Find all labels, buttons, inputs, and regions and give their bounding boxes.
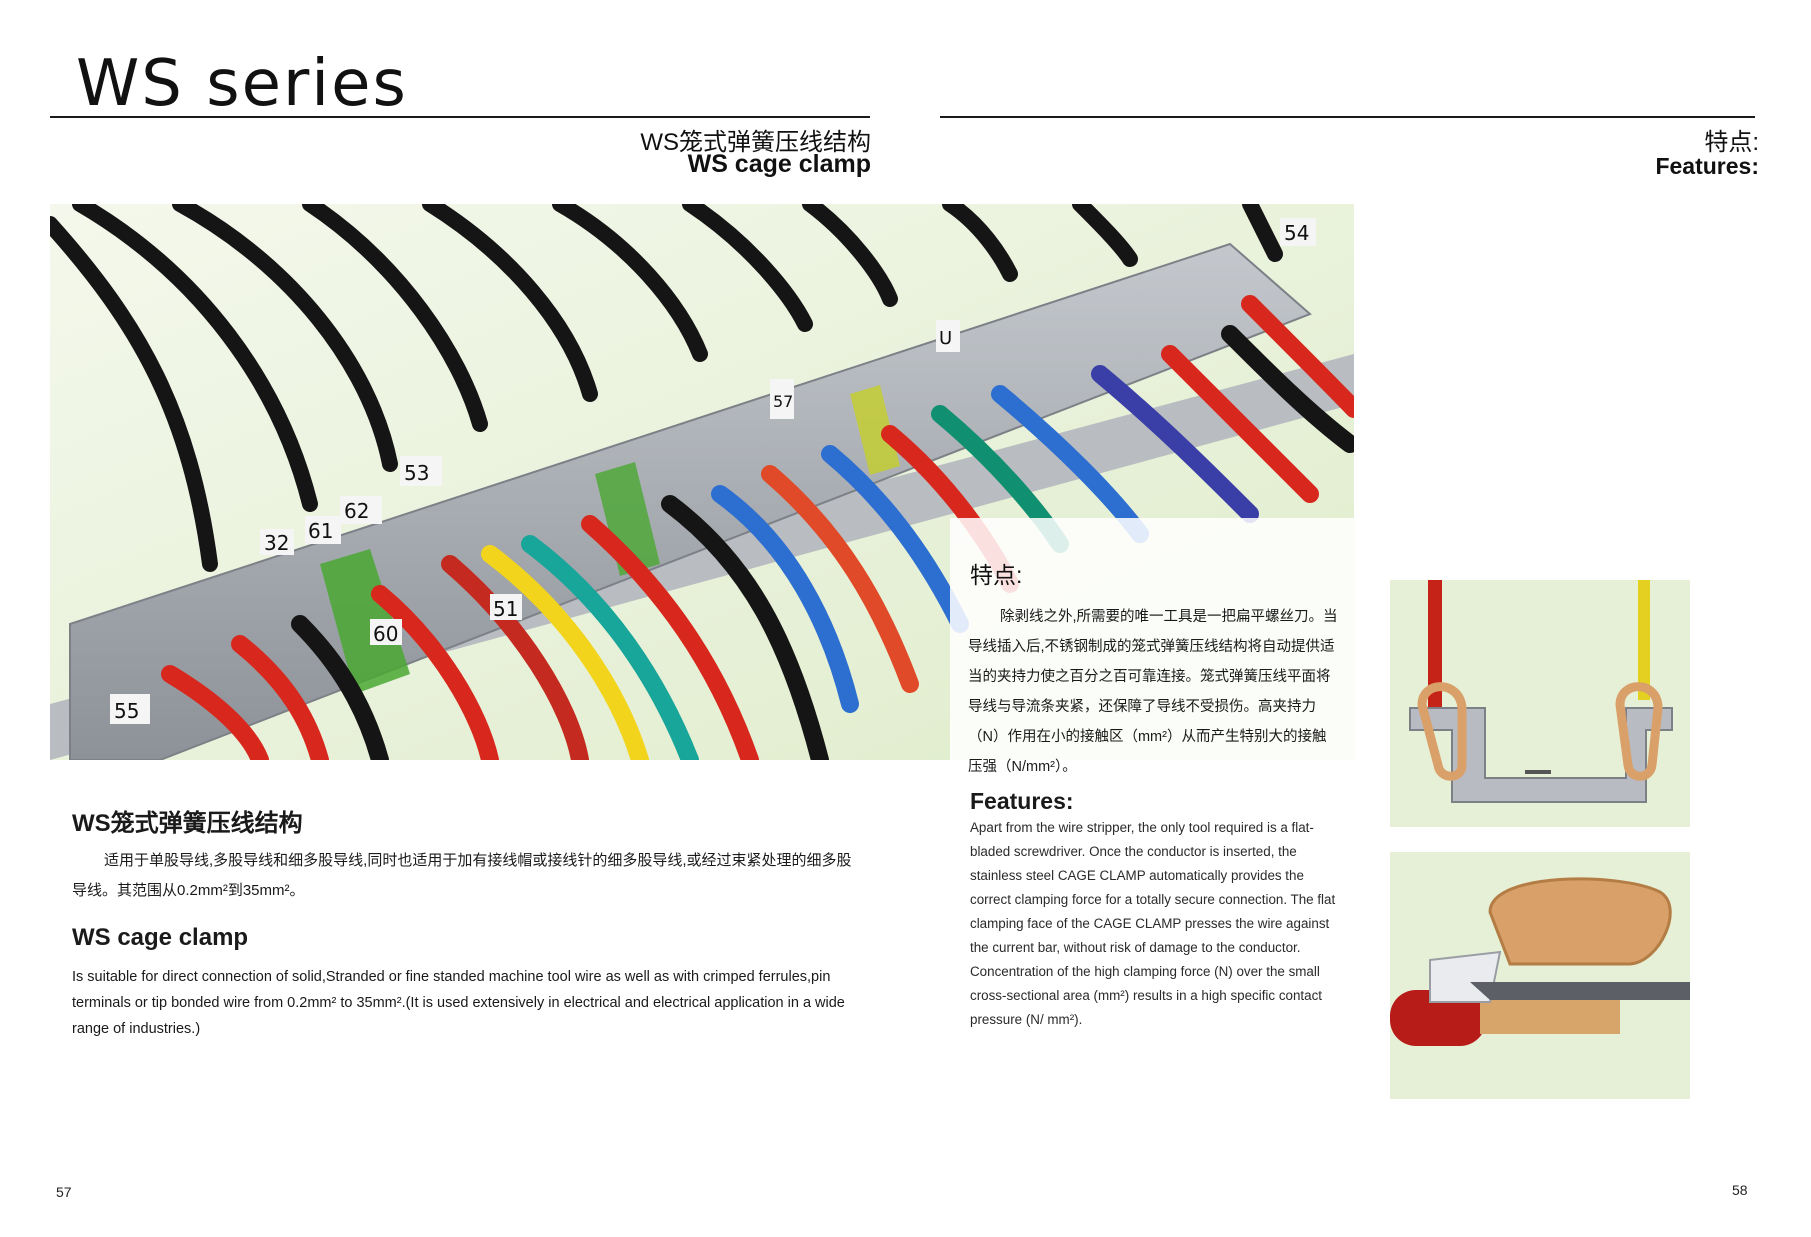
terminal-label: 62 [344,499,369,523]
subtitle-en: WS cage clamp [687,150,871,178]
terminal-label: 51 [493,597,518,621]
cage-clamp-heading-cn: WS笼式弹簧压线结构 [72,810,303,837]
features-paragraph-1: Apart from the wire stripper, the only t… [970,820,1336,955]
cage-clamp-body-en: Is suitable for direct connection of sol… [72,969,845,1037]
terminal-block-illustration: 55 53 62 61 32 60 51 57 U 54 [50,204,1354,760]
page-number-right: 58 [1732,1182,1748,1198]
cage-clamp-front-illustration [1390,580,1690,827]
overlay-body-cn: 除剥线之外,所需要的唯一工具是一把扁平螺丝刀。当导线插入后,不锈钢制成的笼式弹簧… [968,609,1338,775]
overlay-title-cn: 特点: [970,562,1023,588]
cage-clamp-heading-en: WS cage clamp [72,924,249,951]
terminal-label: 53 [404,461,429,485]
features-title-cn: 特点: [1704,129,1759,156]
terminal-label: 57 [773,392,793,411]
subtitle-cn: WS笼式弹簧压线结构 [640,129,871,156]
terminal-label: 54 [1284,221,1309,245]
terminal-label: 55 [114,699,139,723]
terminal-label: U [939,328,952,349]
features-heading-en: Features: [970,788,1074,814]
cage-clamp-body-cn: 适用于单股导线,多股导线和细多股导线,同时也适用于加有接线帽或接线针的细多股导线… [72,852,852,899]
features-title-en: Features: [1655,153,1759,179]
header-rule-left [50,116,870,118]
header-rule-right [940,116,1755,118]
terminal-label: 60 [373,622,398,646]
terminal-label: 32 [264,531,289,555]
features-paragraph-2: Concentration of the high clamping force… [970,964,1323,1027]
cage-clamp-side-illustration [1390,852,1690,1099]
terminal-label: 61 [308,519,333,543]
page-number-left: 57 [56,1184,72,1200]
cage-clamp-front-image [1390,580,1690,827]
cage-clamp-side-image [1390,852,1690,1099]
features-body-en: Apart from the wire stripper, the only t… [970,816,1342,1032]
terminal-block-photo: 55 53 62 61 32 60 51 57 U 54 [50,204,1354,760]
series-title: WS series [76,47,408,121]
features-overlay-panel [950,518,1354,760]
